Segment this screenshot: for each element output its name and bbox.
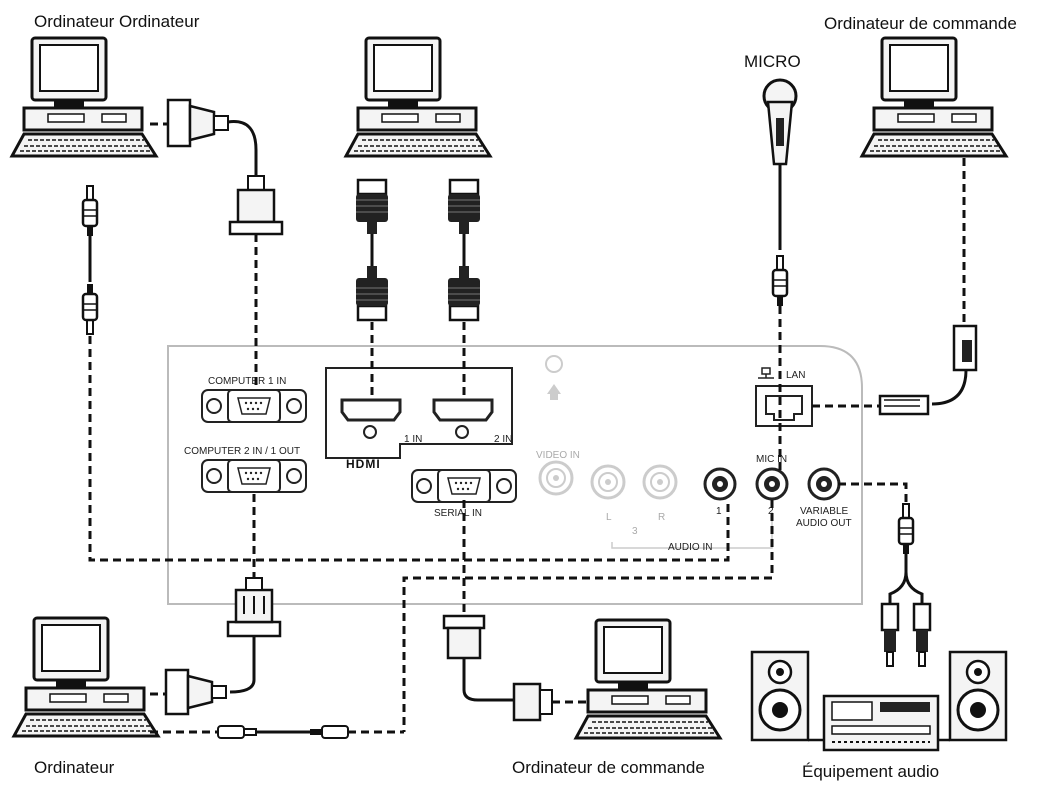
label-serial-in: SERIAL IN <box>434 508 482 519</box>
hdmi-2-port <box>432 398 494 439</box>
rca-plug-right <box>912 602 932 667</box>
serial-plug-top <box>442 614 486 660</box>
computer2-in-out-port <box>201 459 307 493</box>
label-computer1-in: COMPUTER 1 IN <box>208 376 286 387</box>
computer-top-left <box>10 36 158 158</box>
jack-plug-bottom-left-1 <box>217 725 257 739</box>
label-bottom-middle-computer: Ordinateur de commande <box>512 758 705 777</box>
label-top-left-computer: Ordinateur Ordinateur <box>34 12 200 31</box>
jack-plug-top-left-1 <box>81 184 99 238</box>
label-video-l: L <box>606 512 612 523</box>
label-audio-in: AUDIO IN <box>668 542 712 553</box>
vga-connector-bottom-left <box>164 668 227 716</box>
jack-plug-bottom-left-2 <box>310 725 349 739</box>
label-bottom-left-computer: Ordinateur <box>34 758 115 777</box>
jack-plug-mic <box>771 254 789 308</box>
hdmi-port-frame <box>325 367 513 459</box>
label-video-3: 3 <box>632 526 638 537</box>
hdmi-cable-1 <box>354 178 390 400</box>
label-hdmi-logo: HDMI <box>346 457 381 471</box>
hdmi-cable-2 <box>446 178 482 400</box>
speaker-right-icon <box>948 650 1008 742</box>
computer-bottom-middle <box>574 618 722 740</box>
label-mic-in: MIC IN <box>756 454 787 465</box>
audio-l-port <box>590 464 626 500</box>
label-computer2-in-out: COMPUTER 2 IN / 1 OUT <box>184 446 300 457</box>
label-variable-audio-out: VARIABLE <box>800 506 848 517</box>
computer-top-right <box>860 36 1008 158</box>
jack-plug-audio-out <box>897 502 915 556</box>
jack-plug-top-left-2 <box>81 282 99 336</box>
vga-plug-bottom <box>226 577 282 638</box>
lan-connector-right <box>952 324 978 372</box>
label-microphone: MICRO <box>744 52 801 71</box>
rca-plug-left <box>880 602 900 667</box>
computer-top-middle <box>344 36 492 158</box>
variable-audio-out-port <box>807 467 841 501</box>
label-variable-audio-out-2: AUDIO OUT <box>796 518 852 529</box>
label-audio-in-2: 2 <box>768 506 774 517</box>
serial-plug-bottom <box>512 682 553 722</box>
label-video-in: VIDEO IN <box>536 450 580 461</box>
vga-connector-top-left <box>166 98 229 148</box>
label-top-right-computer: Ordinateur de commande <box>824 14 1017 33</box>
hdmi-1-port <box>340 398 402 439</box>
label-lan: LAN <box>786 370 805 381</box>
speaker-left-icon <box>750 650 810 742</box>
video-in-port <box>538 460 574 496</box>
computer1-in-port <box>201 389 307 423</box>
microphone-icon <box>762 78 798 166</box>
label-hdmi-2-in: 2 IN <box>494 434 512 445</box>
serial-in-port <box>411 469 517 503</box>
label-audio-equipment: Équipement audio <box>802 762 940 781</box>
mic-in-port <box>755 467 789 501</box>
label-hdmi-1-in: 1 IN <box>404 434 422 445</box>
projector-panel <box>167 345 863 605</box>
label-video-r: R <box>658 512 665 523</box>
label-audio-in-1: 1 <box>716 506 722 517</box>
computer-bottom-left <box>12 616 160 738</box>
audio-r-port <box>642 464 678 500</box>
lan-port <box>755 367 813 427</box>
lan-connector-left <box>878 394 930 416</box>
audio-amplifier-icon <box>822 694 940 752</box>
audio-in-1-port <box>703 467 737 501</box>
vga-plug-top <box>228 175 284 236</box>
